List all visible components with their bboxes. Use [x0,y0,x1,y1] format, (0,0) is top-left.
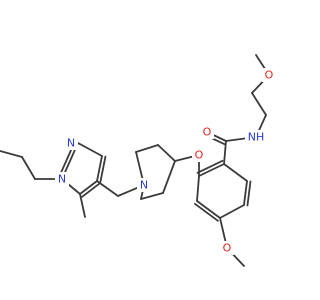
bond-line [140,192,164,200]
atom-label: O [265,69,274,82]
bond-line [223,163,248,182]
bond-line [135,144,159,153]
atom-O-side: O [262,68,276,82]
bond-line [162,160,176,194]
bond-line [219,204,245,219]
bond-lines [0,54,270,267]
atom-label: O [195,149,204,162]
bond-line [251,92,267,116]
bond-line [196,159,224,174]
atom-label: O [223,242,232,255]
bond-line [79,180,98,195]
bond-line [0,150,23,158]
atom-label: NH [248,131,265,144]
bond-line [223,140,227,165]
bond-line [96,155,103,182]
atom-N-amide: NH [245,130,267,144]
atom-O-methoxy: O [220,241,234,255]
bond-line [196,175,200,202]
bond-line [243,180,248,206]
atom-N-piperidine: N [137,178,151,192]
bond-line [77,142,103,157]
atom-N-pyrazole-2: N [64,136,78,150]
bond-line [96,180,119,197]
atom-N-pyrazole-1: N [55,172,69,186]
bond-line [246,180,252,207]
atom-label: N [67,137,75,150]
atom-label: O [203,126,212,139]
atom-O-ether: O [192,148,206,162]
atom-labels: O NH O O O N N N [55,68,276,255]
bond-line [21,156,36,180]
bond-line [198,163,225,177]
bond-line [196,200,221,219]
bond-line [194,202,219,222]
bond-line [79,193,86,218]
atom-O-ketone: O [200,125,214,139]
bond-line [157,144,176,162]
bond-line [99,155,107,183]
atom-label: N [140,179,148,192]
bond-line [81,182,101,198]
atom-label: N [58,173,66,186]
structure-diagram: O NH O O O N N N [0,54,276,267]
